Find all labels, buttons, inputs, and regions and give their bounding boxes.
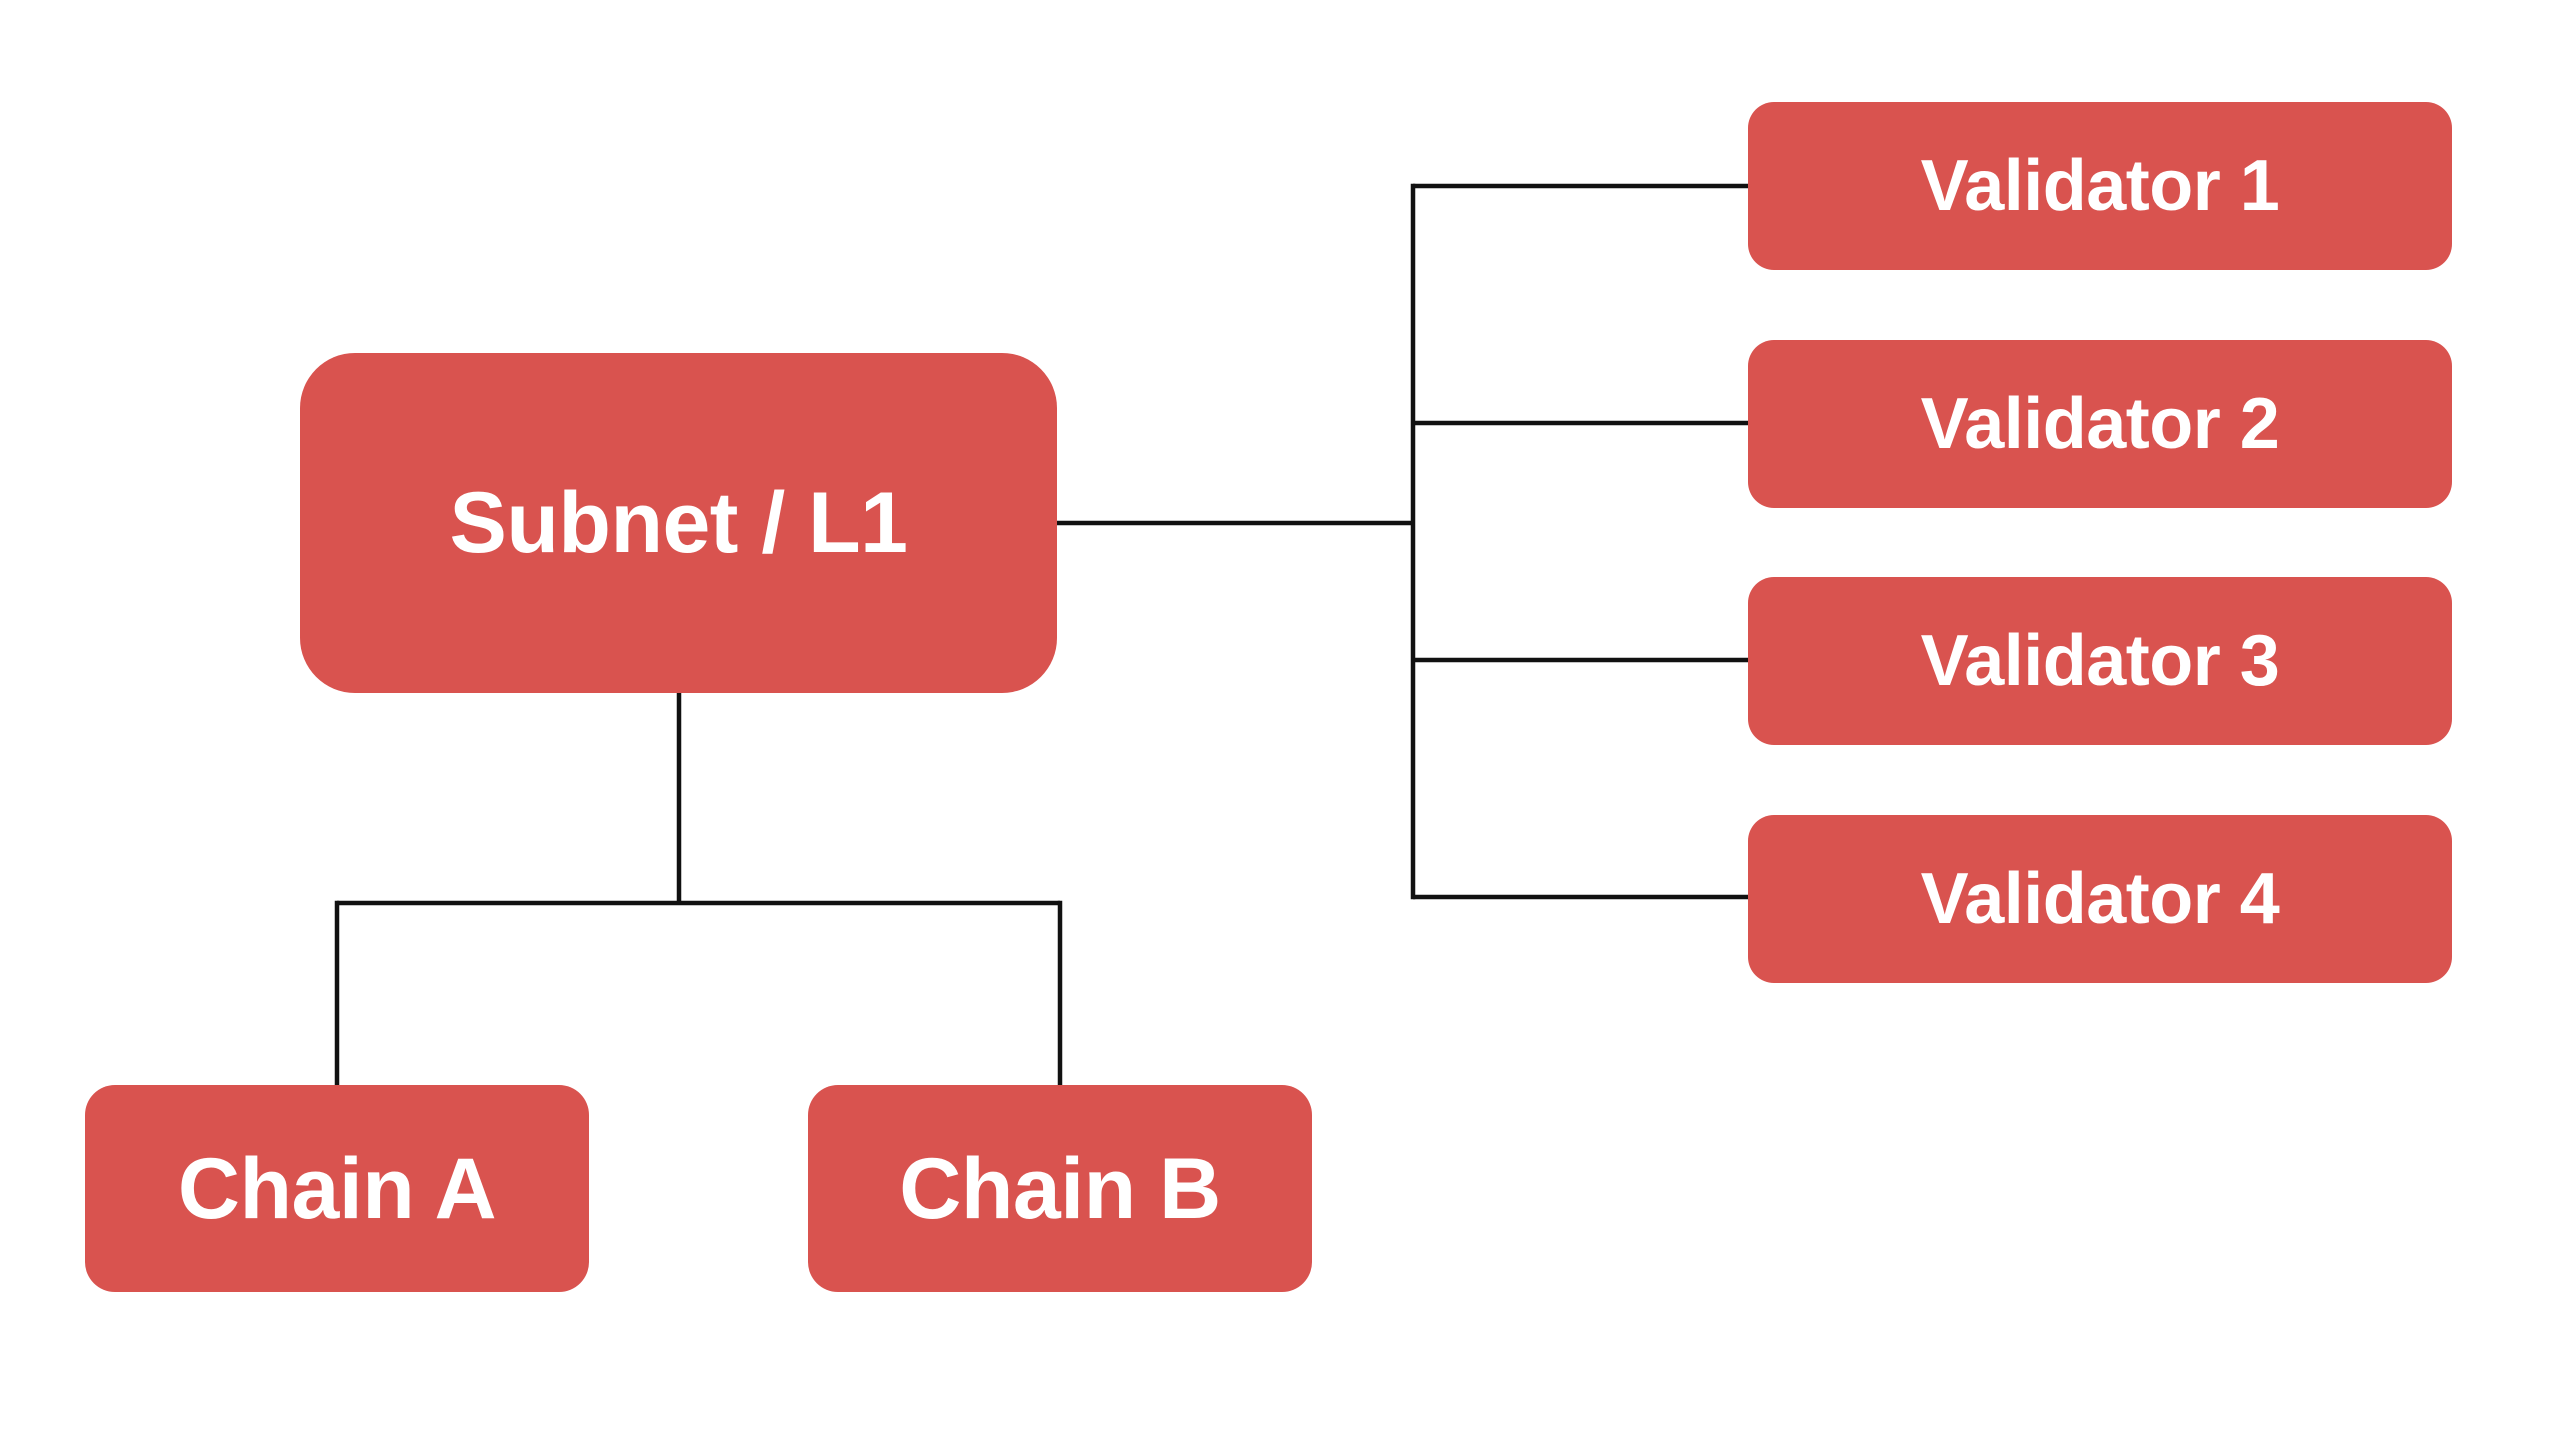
validator-4-label: Validator 4: [1920, 859, 2280, 939]
validator-4-node: Validator 4: [1748, 815, 2452, 983]
validator-2-node: Validator 2: [1748, 340, 2452, 508]
validator-3-node: Validator 3: [1748, 577, 2452, 745]
validator-3-label: Validator 3: [1920, 621, 2280, 701]
chain-b-node: Chain B: [808, 1085, 1312, 1292]
chain-b-label: Chain B: [899, 1140, 1221, 1237]
chain-a-label: Chain A: [177, 1140, 497, 1237]
validator-1-node: Validator 1: [1748, 102, 2452, 270]
subnet-l1-node: Subnet / L1: [300, 353, 1057, 693]
validator-2-label: Validator 2: [1920, 384, 2280, 464]
subnet-l1-label: Subnet / L1: [449, 475, 908, 571]
chain-a-node: Chain A: [85, 1085, 589, 1292]
validator-1-label: Validator 1: [1920, 146, 2280, 226]
